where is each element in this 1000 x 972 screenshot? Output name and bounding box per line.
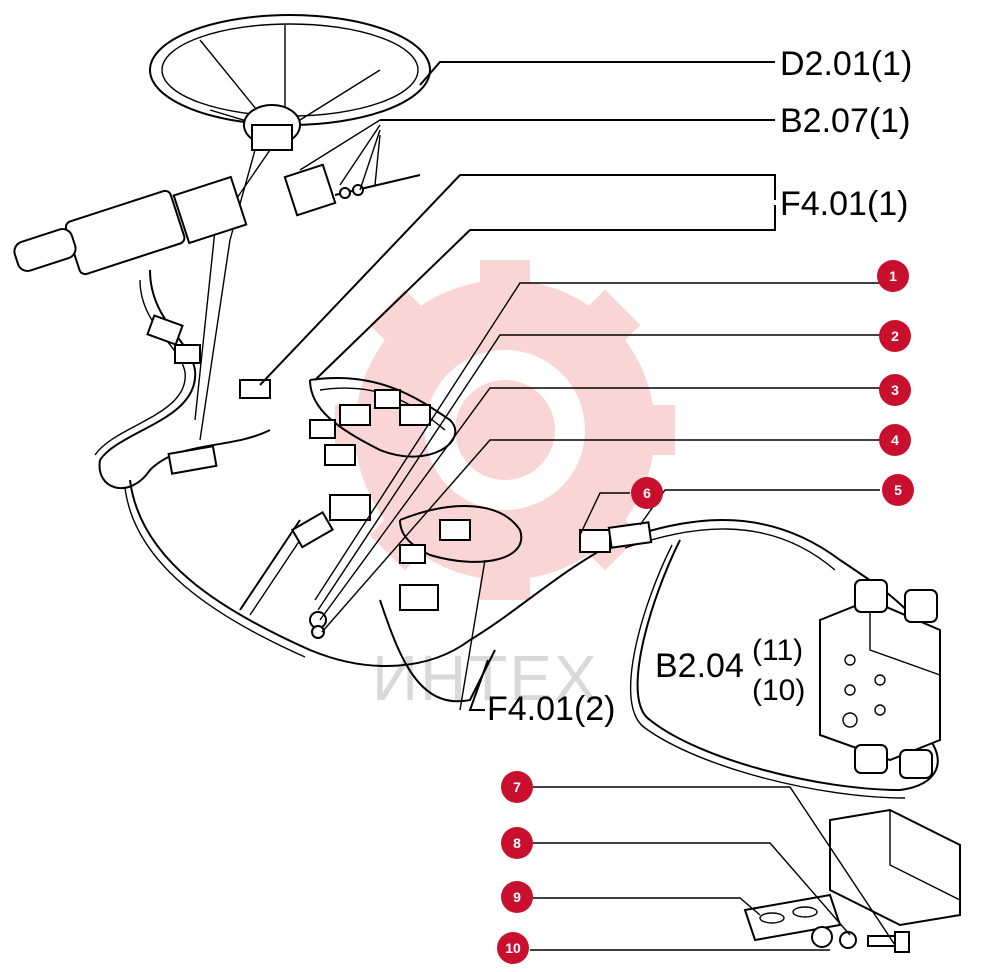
callout-marker-10: 10 <box>497 932 529 964</box>
callout-marker-3: 3 <box>879 374 911 406</box>
svg-text:5: 5 <box>894 482 902 498</box>
callout-marker-9: 9 <box>501 881 533 913</box>
watermark-text: ИНТЕХ <box>372 642 599 714</box>
ref-d2-01: D2.01(1) <box>780 45 912 83</box>
ref-b2-07: B2.07(1) <box>780 102 910 140</box>
ref-b2-04-sup: (11) <box>752 634 803 667</box>
ref-f4-01-1: F4.01(1) <box>780 185 909 223</box>
svg-text:8: 8 <box>513 835 521 851</box>
valve-block <box>819 579 941 779</box>
callout-marker-8: 8 <box>501 827 533 859</box>
steering-column <box>13 149 421 441</box>
callout-marker-5: 5 <box>882 474 914 506</box>
svg-text:3: 3 <box>891 382 899 398</box>
svg-text:9: 9 <box>513 889 521 905</box>
ref-b2-04: B2.04 <box>655 647 744 685</box>
svg-text:10: 10 <box>505 940 521 956</box>
callout-marker-6: 6 <box>631 477 663 509</box>
callout-marker-2: 2 <box>879 320 911 352</box>
watermark-gear-icon <box>335 260 675 600</box>
svg-text:1: 1 <box>889 268 897 284</box>
callout-marker-4: 4 <box>879 424 911 456</box>
svg-text:4: 4 <box>891 432 899 448</box>
svg-text:7: 7 <box>513 779 521 795</box>
reference-leaders <box>259 61 776 711</box>
callout-leaders <box>314 282 896 951</box>
callout-marker-1: 1 <box>877 260 909 292</box>
ref-b2-04-sub: (10) <box>752 674 805 707</box>
callout-marker-7: 7 <box>501 771 533 803</box>
steering-wheel <box>149 14 431 151</box>
svg-text:6: 6 <box>643 485 651 501</box>
ref-f4-01-2: F4.01(2) <box>487 690 616 728</box>
svg-text:2: 2 <box>891 328 899 344</box>
